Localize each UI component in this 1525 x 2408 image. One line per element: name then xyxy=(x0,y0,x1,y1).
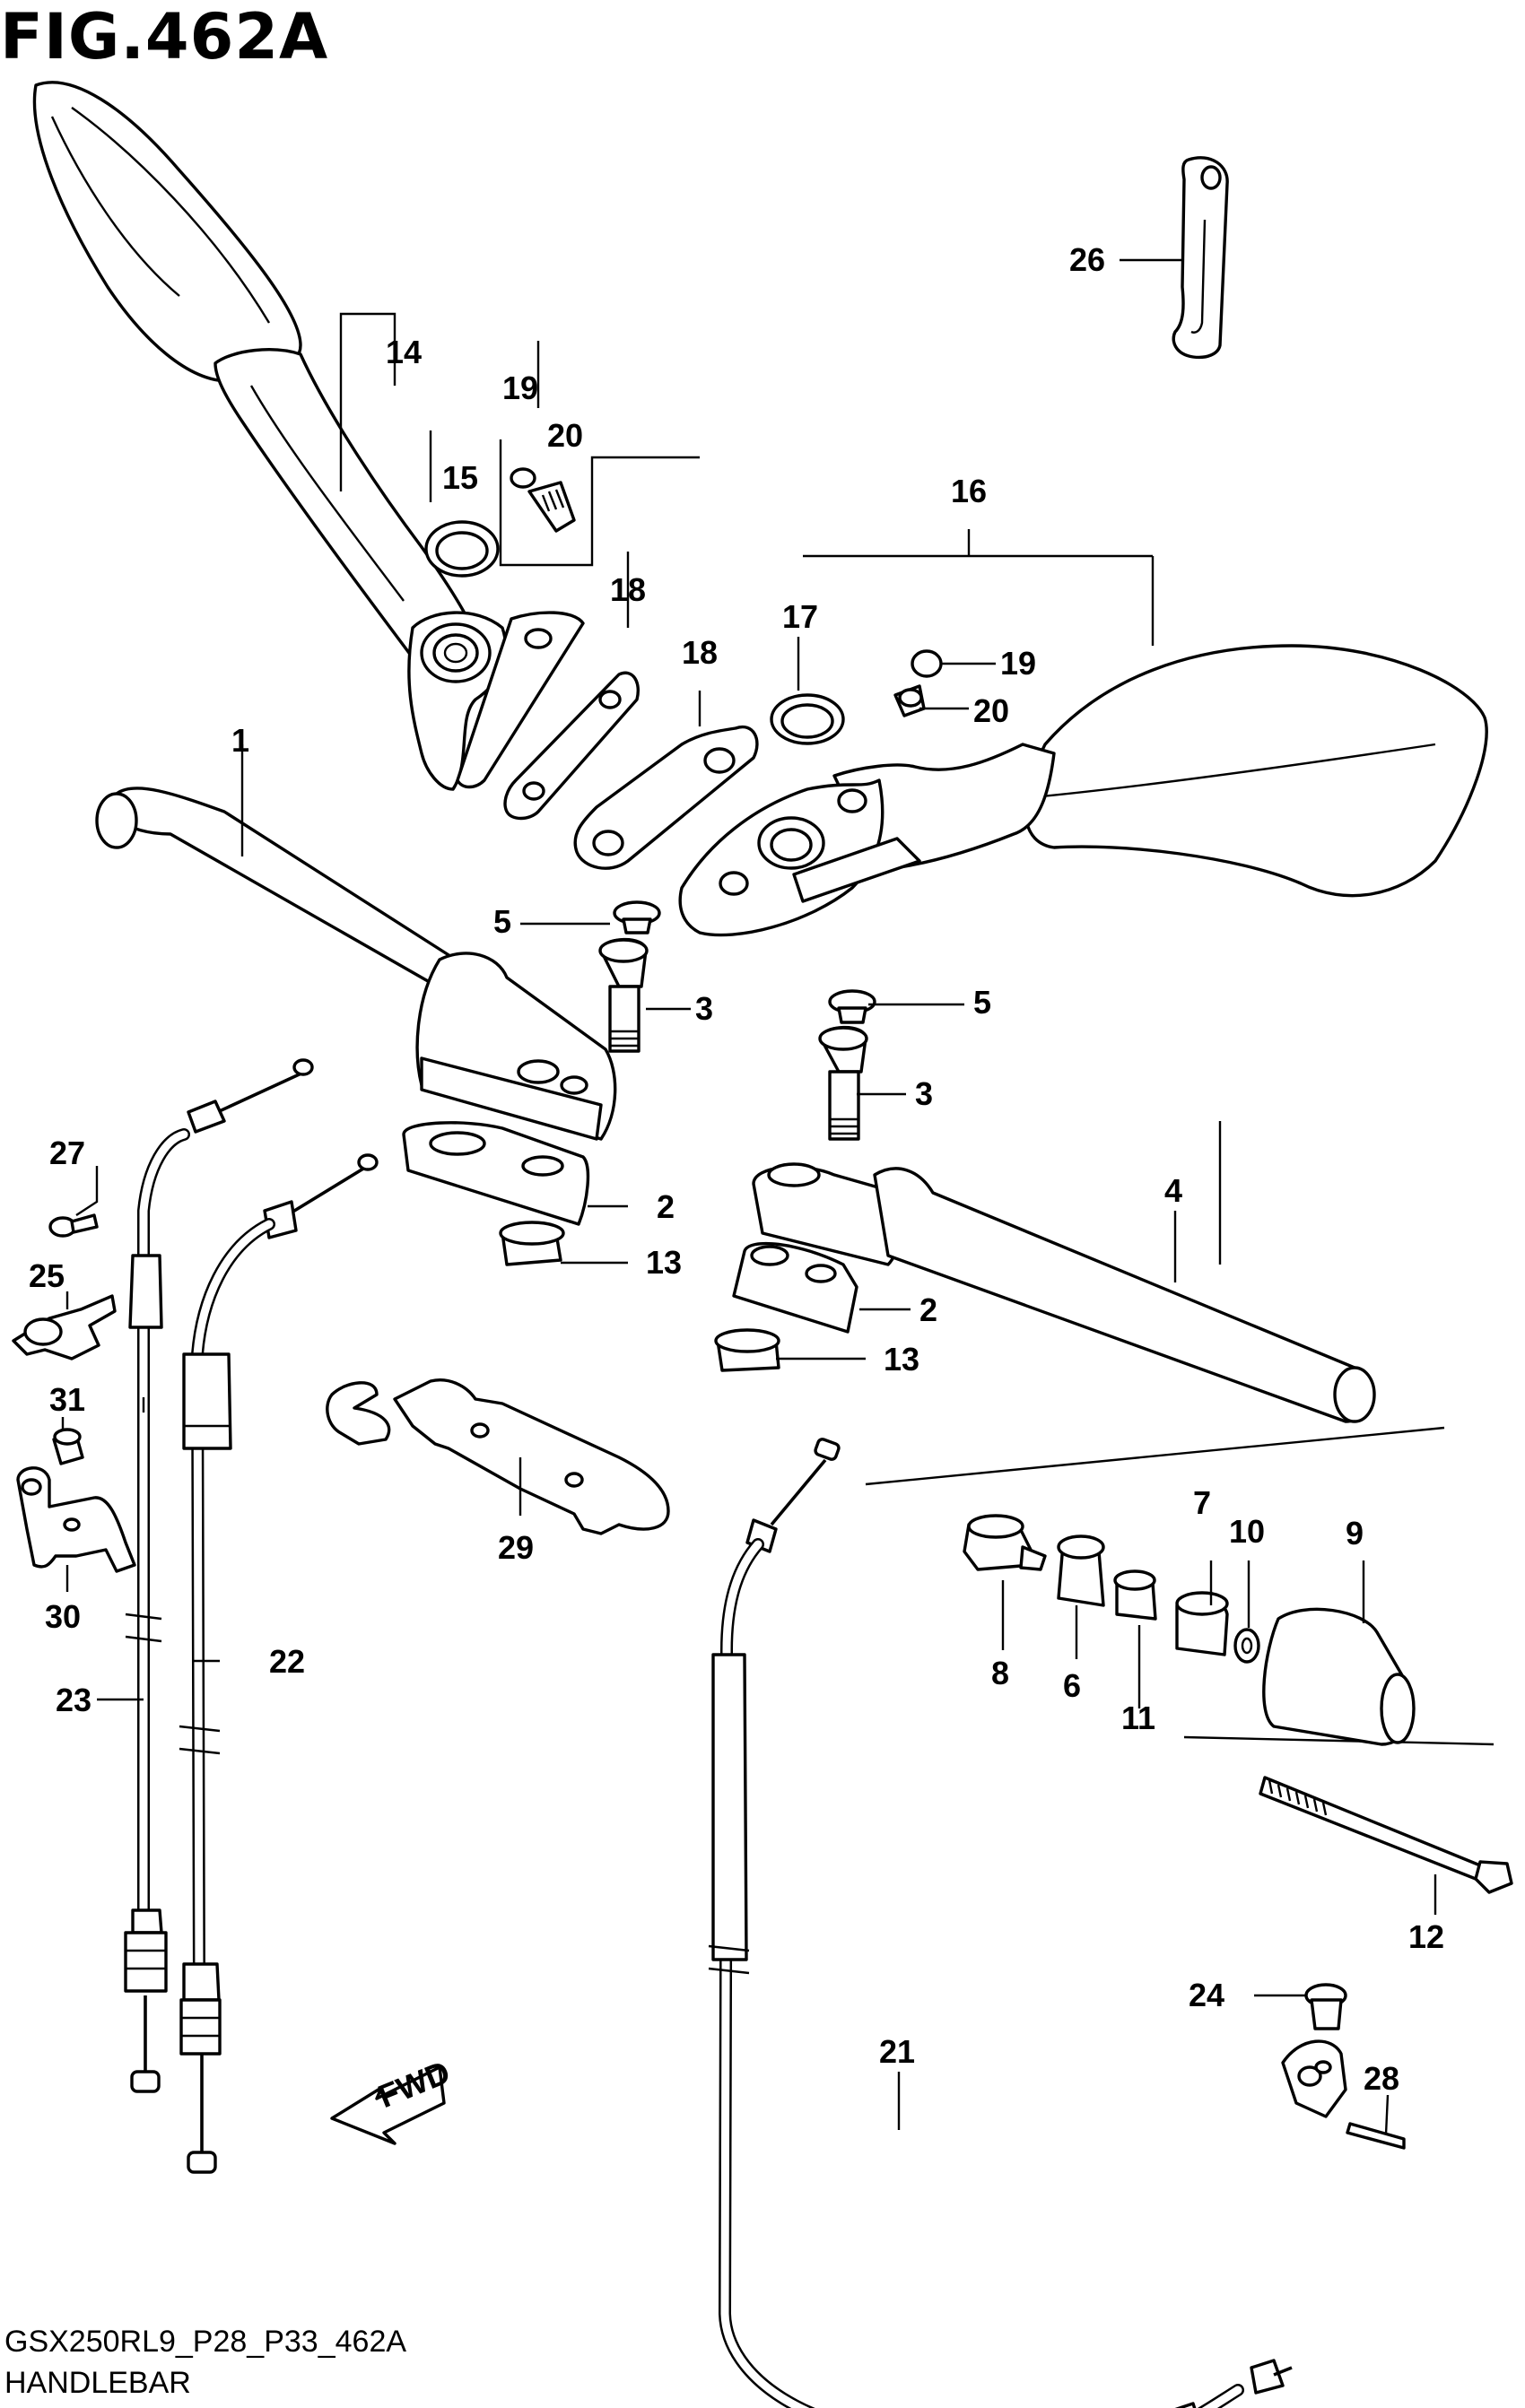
part-4-right-handlebar[interactable] xyxy=(752,1162,1376,1423)
callout-19-left: 19 xyxy=(502,369,538,406)
part-13-nut-left[interactable] xyxy=(499,1221,565,1266)
callout-17: 17 xyxy=(782,598,818,635)
callout-31: 31 xyxy=(49,1381,85,1418)
part-1-left-handlebar[interactable] xyxy=(95,787,617,1141)
part-23-throttle-cable[interactable] xyxy=(124,1058,314,2093)
callout-8: 8 xyxy=(991,1655,1009,1691)
callout-5-left: 5 xyxy=(493,903,511,940)
part-29-cable-guide[interactable] xyxy=(326,1378,670,1535)
callout-27: 27 xyxy=(49,1134,85,1171)
part-8-collar-bolt[interactable] xyxy=(963,1514,1047,1571)
callout-leaders xyxy=(61,258,1437,2135)
part-22-throttle-cable[interactable] xyxy=(179,1153,379,2174)
callout-18-right: 18 xyxy=(682,634,718,671)
callout-25: 25 xyxy=(29,1257,65,1294)
callout-7: 7 xyxy=(1193,1484,1211,1521)
part-12-screw[interactable] xyxy=(1259,1776,1513,1894)
part-15-ring[interactable] xyxy=(424,520,500,578)
callout-16: 16 xyxy=(951,473,987,509)
callout-23: 23 xyxy=(56,1682,92,1718)
part-2-clamp-left[interactable] xyxy=(402,1121,590,1226)
part-19-20-left-screws[interactable] xyxy=(510,467,576,533)
part-11-spacer[interactable] xyxy=(1113,1569,1157,1621)
callout-21: 21 xyxy=(879,2033,915,2070)
part-18-mirror-gasket-right[interactable] xyxy=(573,725,759,870)
part-21-clutch-cable[interactable] xyxy=(708,1438,1293,2408)
callout-19-right: 19 xyxy=(1000,645,1036,682)
callout-13-left: 13 xyxy=(646,1244,682,1281)
callout-28: 28 xyxy=(1364,2060,1399,2097)
callout-20-left: 20 xyxy=(547,417,583,454)
part-26-cable-guide[interactable] xyxy=(1172,156,1229,360)
callout-22: 22 xyxy=(269,1643,305,1680)
callout-3-right: 3 xyxy=(915,1075,933,1112)
callout-3-left: 3 xyxy=(695,990,713,1027)
model-code: GSX250RL9_P28_P33_462A xyxy=(4,2325,407,2359)
part-30-bracket[interactable] xyxy=(16,1466,136,1573)
part-24-pin[interactable] xyxy=(1304,1983,1347,2030)
part-17-ring[interactable] xyxy=(770,693,845,745)
part-3-bolt-left[interactable] xyxy=(598,937,649,1053)
fwd-arrow: FWD xyxy=(330,2053,455,2145)
right-mirror[interactable] xyxy=(678,644,1488,937)
part-5-cap-right[interactable] xyxy=(828,989,876,1024)
callout-9: 9 xyxy=(1346,1515,1364,1552)
part-18-mirror-gasket-left[interactable] xyxy=(503,671,640,821)
callout-24: 24 xyxy=(1189,1977,1224,2013)
figure-title: FIG.462A xyxy=(0,0,329,74)
clutch-cable-clevis[interactable] xyxy=(1281,2039,1347,2118)
callout-11: 11 xyxy=(1121,1700,1155,1736)
callout-29: 29 xyxy=(498,1529,534,1566)
part-20-right-screw[interactable] xyxy=(893,684,926,717)
part-6-rubber-collar[interactable] xyxy=(1057,1534,1105,1607)
left-mirror[interactable] xyxy=(32,81,585,791)
section-name: HANDLEBAR xyxy=(4,2366,191,2400)
part-27-screw[interactable] xyxy=(48,1213,99,1238)
callout-30: 30 xyxy=(45,1598,81,1635)
part-19-right-screw[interactable] xyxy=(911,649,943,678)
callout-10: 10 xyxy=(1229,1513,1265,1550)
callout-1: 1 xyxy=(231,722,249,759)
part-28-cotter-pin[interactable] xyxy=(1346,2122,1406,2150)
callout-18-left: 18 xyxy=(610,571,646,608)
callout-14: 14 xyxy=(386,334,422,370)
part-31-bolt[interactable] xyxy=(52,1428,84,1465)
callout-6: 6 xyxy=(1063,1667,1081,1704)
callout-2-right: 2 xyxy=(919,1291,937,1328)
part-2-clamp-right[interactable] xyxy=(732,1241,858,1334)
callout-20-right: 20 xyxy=(973,692,1009,729)
callout-15: 15 xyxy=(442,459,478,496)
callout-numbers: 14 15 19 20 18 18 17 16 19 20 26 1 5 5 3… xyxy=(29,241,1444,2097)
callout-4: 4 xyxy=(1164,1172,1182,1209)
part-3-bolt-right[interactable] xyxy=(818,1025,868,1141)
part-10-washer[interactable] xyxy=(1233,1628,1260,1664)
part-25-clamp[interactable] xyxy=(12,1294,117,1360)
part-5-cap-left[interactable] xyxy=(613,900,661,935)
part-9-bar-end-weight[interactable] xyxy=(1262,1607,1416,1746)
callout-12: 12 xyxy=(1408,1918,1444,1955)
callout-5-right: 5 xyxy=(973,984,991,1021)
part-13-nut-right[interactable] xyxy=(714,1328,780,1372)
callout-13-right: 13 xyxy=(884,1341,919,1378)
callout-2-left: 2 xyxy=(657,1188,675,1225)
callout-26: 26 xyxy=(1069,241,1105,278)
part-7-collar[interactable] xyxy=(1175,1591,1229,1656)
